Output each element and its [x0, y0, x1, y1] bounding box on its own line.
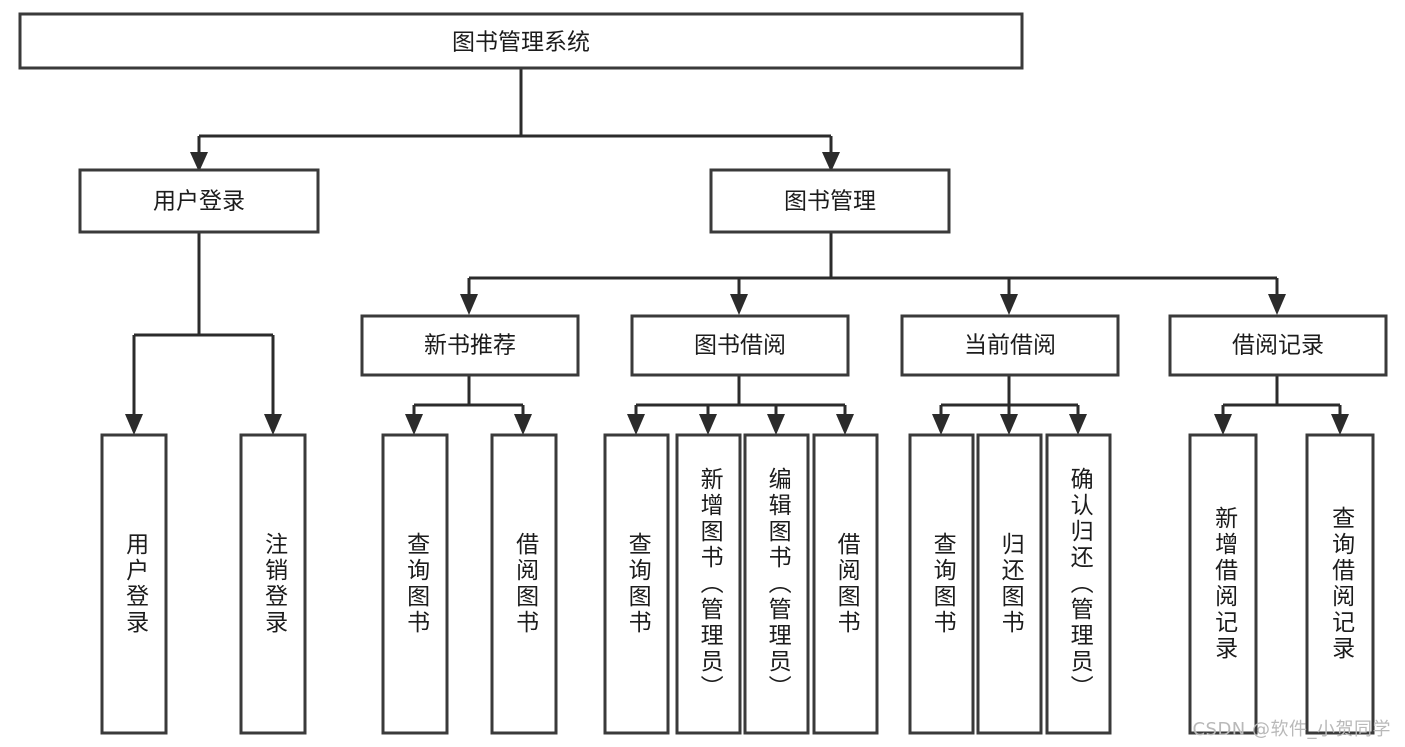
node-borrow-box[interactable] — [630, 314, 850, 377]
leaf-box-query-book-2[interactable] — [603, 433, 670, 735]
leaf-box-query-record[interactable] — [1305, 433, 1375, 735]
leaf-box-query-book-3[interactable] — [908, 433, 975, 735]
leaf-boxes-newbook — [381, 433, 558, 735]
leaf-box-user-login[interactable] — [100, 433, 168, 735]
node-root-box[interactable] — [18, 12, 1024, 70]
node-current[interactable]: 当前借阅 — [900, 314, 1120, 377]
node-login[interactable]: 用户登录 — [78, 168, 320, 234]
node-current-box[interactable] — [900, 314, 1120, 377]
arrow-records-leaf-1 — [1214, 414, 1232, 435]
arrow-bookmgmt-records — [1268, 294, 1286, 315]
connector-group-borrow — [627, 375, 854, 435]
leaf-box-borrow-book-2[interactable] — [812, 433, 879, 735]
node-borrow-label: 图书借阅 — [694, 333, 786, 359]
connector-group-records — [1214, 375, 1349, 435]
node-newbook-box[interactable] — [360, 314, 580, 377]
arrow-current-leaf-3 — [1069, 414, 1087, 435]
leaf-box-borrow-book-1[interactable] — [490, 433, 558, 735]
arrow-login-leaf-1 — [125, 414, 143, 435]
node-bookmgmt[interactable]: 图书管理 — [709, 168, 951, 234]
node-bookmgmt-label: 图书管理 — [784, 189, 876, 215]
connector-group-root — [190, 68, 840, 172]
watermark-text: CSDN @软件_小贺同学 — [1192, 719, 1391, 740]
node-current-label: 当前借阅 — [964, 333, 1056, 359]
arrow-current-leaf-1 — [932, 414, 950, 435]
node-bookmgmt-box[interactable] — [709, 168, 951, 234]
leaf-box-confirm-return[interactable] — [1045, 433, 1112, 735]
arrow-borrow-leaf-3 — [767, 414, 785, 435]
arrow-login-leaf-2 — [264, 414, 282, 435]
arrow-bookmgmt-borrow — [730, 294, 748, 315]
arrow-bookmgmt-current — [1000, 294, 1018, 315]
leaf-boxes-records — [1188, 433, 1375, 735]
arrow-root-to-bookmgmt — [822, 152, 840, 172]
arrow-newbook-leaf-2 — [514, 414, 532, 435]
leaf-box-user-logout[interactable] — [239, 433, 307, 735]
arrow-records-leaf-2 — [1331, 414, 1349, 435]
node-records[interactable]: 借阅记录 — [1168, 314, 1388, 377]
node-records-box[interactable] — [1168, 314, 1388, 377]
arrow-bookmgmt-newbook — [460, 294, 478, 315]
node-borrow[interactable]: 图书借阅 — [630, 314, 850, 377]
connector-group-current — [932, 375, 1087, 435]
leaf-box-edit-book[interactable] — [743, 433, 810, 735]
node-records-label: 借阅记录 — [1232, 333, 1324, 359]
arrow-newbook-leaf-1 — [405, 414, 423, 435]
leaf-boxes-borrow — [603, 433, 879, 735]
arrow-borrow-leaf-2 — [699, 414, 717, 435]
node-login-box[interactable] — [78, 168, 320, 234]
leaf-box-add-record[interactable] — [1188, 433, 1258, 735]
node-login-label: 用户登录 — [153, 189, 245, 215]
connector-group-login — [125, 232, 282, 435]
leaf-box-return-book[interactable] — [976, 433, 1043, 735]
connector-group-newbook — [405, 375, 532, 435]
leaf-box-query-book-1[interactable] — [381, 433, 449, 735]
leaf-boxes-login — [100, 433, 307, 735]
connector-group-bookmgmt — [460, 232, 1286, 315]
arrow-root-to-login — [190, 152, 208, 172]
arrow-current-leaf-2 — [1000, 414, 1018, 435]
node-newbook-label: 新书推荐 — [424, 333, 516, 359]
leaf-box-add-book[interactable] — [675, 433, 742, 735]
node-newbook[interactable]: 新书推荐 — [360, 314, 580, 377]
node-root[interactable]: 图书管理系统 — [18, 12, 1024, 70]
node-root-label: 图书管理系统 — [452, 30, 590, 56]
leaf-boxes-current — [908, 433, 1112, 735]
arrow-borrow-leaf-4 — [836, 414, 854, 435]
arrow-borrow-leaf-1 — [627, 414, 645, 435]
